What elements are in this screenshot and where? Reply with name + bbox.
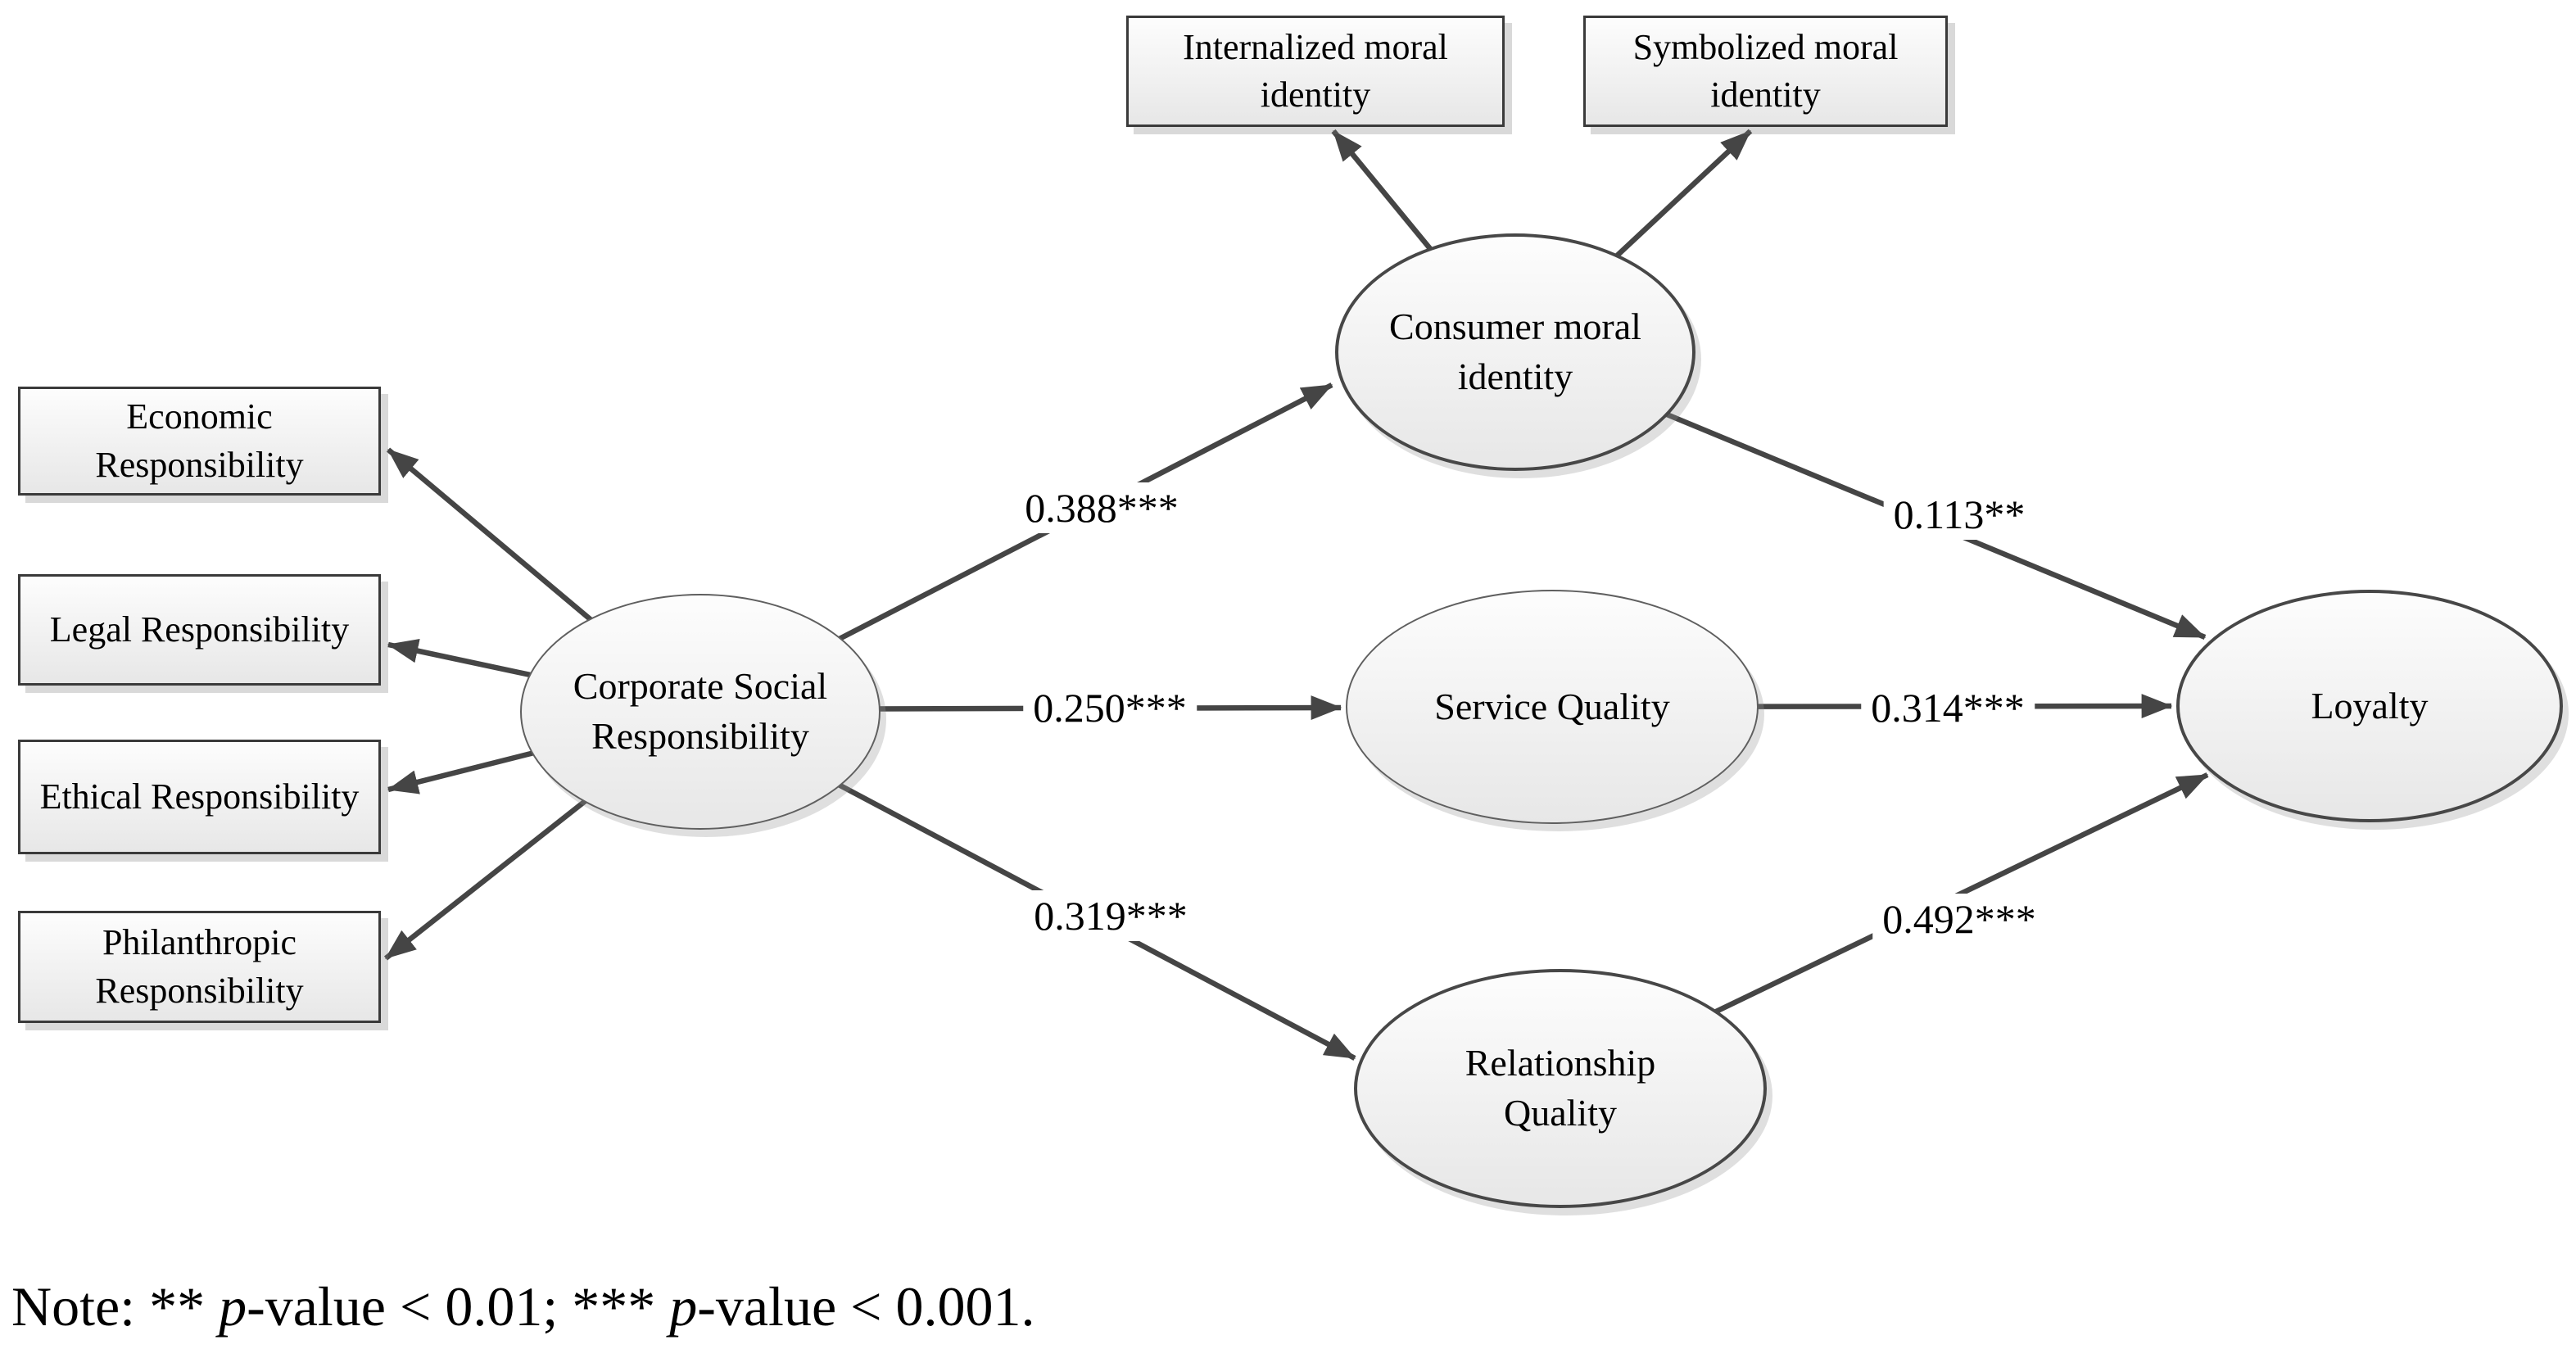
node-economic-label: Economic Responsibility — [95, 396, 304, 485]
path-label-csr-consumer: 0.388*** — [1015, 482, 1188, 533]
node-ethical-label: Ethical Responsibility — [39, 776, 360, 817]
path-label-csr-service: 0.250*** — [1023, 682, 1197, 733]
node-philanthropic-responsibility: Philanthropic Responsibility — [18, 911, 381, 1023]
path-label-service-loyalty: 0.314*** — [1861, 682, 2035, 733]
note-text: Note: ** p-value < 0.01; *** p-value < 0… — [11, 1274, 1034, 1339]
node-consumer-label: Consumer moral identity — [1389, 306, 1641, 397]
node-loyalty-label: Loyalty — [2311, 684, 2429, 727]
note-part2: -value < 0.01; *** — [247, 1275, 670, 1338]
node-symbolized-label: Symbolized moral identity — [1632, 26, 1899, 115]
node-legal-label: Legal Responsibility — [49, 609, 350, 650]
note-part3: -value < 0.001. — [697, 1275, 1035, 1338]
node-service-quality: Service Quality — [1346, 590, 1759, 824]
path-label-relationship-loyalty: 0.492*** — [1872, 894, 2046, 944]
node-relationship-label: Relationship Quality — [1465, 1042, 1656, 1134]
node-csr-label: Corporate Social Responsibility — [573, 665, 828, 757]
node-philanthropic-label: Philanthropic Responsibility — [95, 922, 304, 1011]
node-internalized-label: Internalized moral identity — [1183, 26, 1448, 115]
node-ethical-responsibility: Ethical Responsibility — [18, 740, 381, 854]
node-internalized-moral-identity: Internalized moral identity — [1126, 16, 1505, 127]
node-service-label: Service Quality — [1434, 685, 1670, 727]
path-label-consumer-loyalty: 0.113** — [1883, 489, 2035, 540]
node-economic-responsibility: Economic Responsibility — [18, 387, 381, 496]
node-symbolized-moral-identity: Symbolized moral identity — [1583, 16, 1948, 127]
node-corporate-social-responsibility: Corporate Social Responsibility — [520, 594, 881, 830]
node-consumer-moral-identity: Consumer moral identity — [1335, 233, 1695, 471]
node-loyalty: Loyalty — [2176, 590, 2563, 822]
note-part1: Note: ** — [11, 1275, 220, 1338]
note-p-italic-1: p — [219, 1275, 247, 1338]
note-p-italic-2: p — [669, 1275, 698, 1338]
path-label-csr-relationship: 0.319*** — [1024, 890, 1197, 941]
node-relationship-quality: Relationship Quality — [1354, 969, 1767, 1208]
node-legal-responsibility: Legal Responsibility — [18, 574, 381, 686]
